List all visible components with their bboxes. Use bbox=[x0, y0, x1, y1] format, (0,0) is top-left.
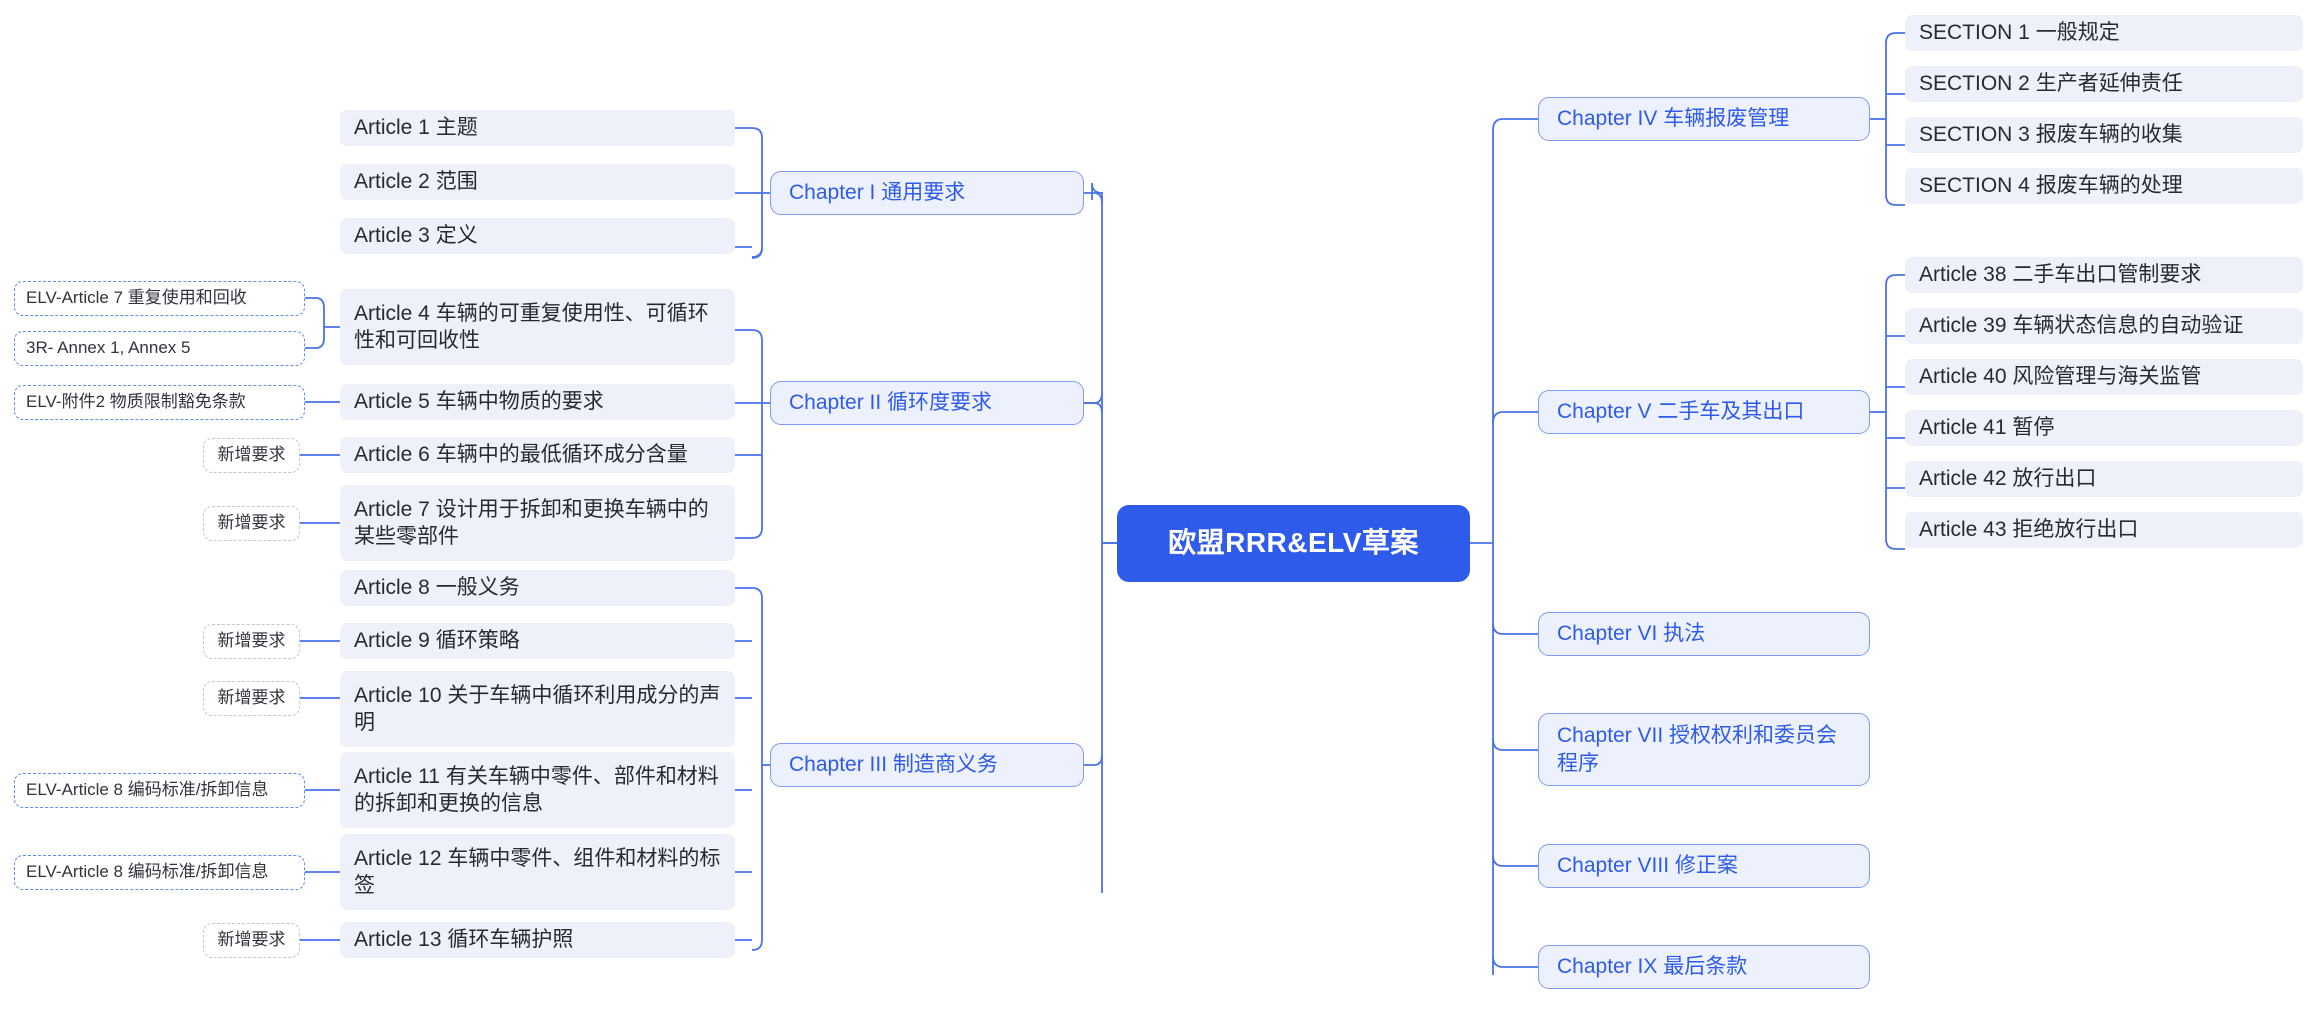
tag-new-requirement-article-10[interactable]: 新增要求 bbox=[203, 681, 300, 716]
tag-new-requirement-article-9[interactable]: 新增要求 bbox=[203, 624, 300, 659]
tag-new-requirement-article-7[interactable]: 新增要求 bbox=[203, 506, 300, 541]
leaf-article-12[interactable]: Article 12 车辆中零件、组件和材料的标签 bbox=[340, 834, 735, 910]
tag-label-new-requirement-article-6: 新增要求 bbox=[217, 445, 286, 465]
leaf-article-43[interactable]: Article 43 拒绝放行出口 bbox=[1905, 512, 2303, 548]
leaf-label-article-4: Article 4 车辆的可重复使用性、可循环性和可回收性 bbox=[354, 301, 709, 352]
leaf-label-article-40: Article 40 风险管理与海关监管 bbox=[1919, 365, 2202, 389]
leaf-label-article-2: Article 2 范围 bbox=[354, 170, 478, 194]
leaf-section-4[interactable]: SECTION 4 报废车辆的处理 bbox=[1905, 168, 2303, 204]
leaf-label-article-13: Article 13 循环车辆护照 bbox=[354, 928, 574, 952]
leaf-article-6[interactable]: Article 6 车辆中的最低循环成分含量 bbox=[340, 437, 735, 473]
leaf-article-3[interactable]: Article 3 定义 bbox=[340, 218, 735, 254]
leaf-section-1[interactable]: SECTION 1 一般规定 bbox=[1905, 15, 2303, 51]
chapter-node-9[interactable]: Chapter IX 最后条款 bbox=[1538, 945, 1870, 989]
leaf-label-article-5: Article 5 车辆中物质的要求 bbox=[354, 390, 604, 414]
leaf-label-section-1: SECTION 1 一般规定 bbox=[1919, 21, 2120, 45]
leaf-article-13[interactable]: Article 13 循环车辆护照 bbox=[340, 922, 735, 958]
root-label: 欧盟RRR&ELV草案 bbox=[1168, 527, 1419, 559]
chapter-node-1[interactable]: Chapter I 通用要求 bbox=[770, 171, 1084, 215]
leaf-label-article-38: Article 38 二手车出口管制要求 bbox=[1919, 263, 2202, 287]
tag-elv-article-8-a[interactable]: ELV-Article 8 编码标准/拆卸信息 bbox=[14, 773, 305, 808]
leaf-article-1[interactable]: Article 1 主题 bbox=[340, 110, 735, 146]
leaf-article-42[interactable]: Article 42 放行出口 bbox=[1905, 461, 2303, 497]
leaf-label-article-43: Article 43 拒绝放行出口 bbox=[1919, 518, 2139, 542]
chapter-label-4: Chapter IV 车辆报废管理 bbox=[1557, 107, 1790, 131]
leaf-label-article-10: Article 10 关于车辆中循环利用成分的声明 bbox=[354, 683, 721, 734]
leaf-article-39[interactable]: Article 39 车辆状态信息的自动验证 bbox=[1905, 308, 2303, 344]
tag-label-3r-annex: 3R- Annex 1, Annex 5 bbox=[26, 338, 191, 358]
tag-new-requirement-article-6[interactable]: 新增要求 bbox=[203, 438, 300, 473]
chapter-label-6: Chapter VI 执法 bbox=[1557, 622, 1706, 646]
leaf-label-article-42: Article 42 放行出口 bbox=[1919, 467, 2097, 491]
leaf-label-article-12: Article 12 车辆中零件、组件和材料的标签 bbox=[354, 846, 721, 897]
tag-label-elv-article-7: ELV-Article 7 重复使用和回收 bbox=[26, 288, 247, 308]
tag-elv-article-7[interactable]: ELV-Article 7 重复使用和回收 bbox=[14, 281, 305, 316]
tag-label-new-requirement-article-7: 新增要求 bbox=[217, 513, 286, 533]
leaf-label-section-2: SECTION 2 生产者延伸责任 bbox=[1919, 72, 2183, 96]
leaf-label-article-8: Article 8 一般义务 bbox=[354, 576, 520, 600]
leaf-article-5[interactable]: Article 5 车辆中物质的要求 bbox=[340, 384, 735, 420]
tag-label-new-requirement-article-13: 新增要求 bbox=[217, 930, 286, 950]
leaf-label-article-39: Article 39 车辆状态信息的自动验证 bbox=[1919, 314, 2244, 338]
leaf-article-40[interactable]: Article 40 风险管理与海关监管 bbox=[1905, 359, 2303, 395]
chapter-node-5[interactable]: Chapter V 二手车及其出口 bbox=[1538, 390, 1870, 434]
tag-label-elv-article-8-a: ELV-Article 8 编码标准/拆卸信息 bbox=[26, 780, 269, 800]
root-node[interactable]: 欧盟RRR&ELV草案 bbox=[1117, 505, 1470, 582]
tag-new-requirement-article-13[interactable]: 新增要求 bbox=[203, 923, 300, 958]
leaf-section-3[interactable]: SECTION 3 报废车辆的收集 bbox=[1905, 117, 2303, 153]
leaf-label-section-4: SECTION 4 报废车辆的处理 bbox=[1919, 174, 2183, 198]
leaf-article-38[interactable]: Article 38 二手车出口管制要求 bbox=[1905, 257, 2303, 293]
leaf-label-article-7: Article 7 设计用于拆卸和更换车辆中的某些零部件 bbox=[354, 497, 709, 548]
leaf-article-7[interactable]: Article 7 设计用于拆卸和更换车辆中的某些零部件 bbox=[340, 485, 735, 561]
chapter-node-4[interactable]: Chapter IV 车辆报废管理 bbox=[1538, 97, 1870, 141]
chapter-label-5: Chapter V 二手车及其出口 bbox=[1557, 400, 1805, 424]
leaf-article-11[interactable]: Article 11 有关车辆中零件、部件和材料的拆卸和更换的信息 bbox=[340, 752, 735, 828]
tag-label-new-requirement-article-9: 新增要求 bbox=[217, 631, 286, 651]
tag-label-elv-annex-2: ELV-附件2 物质限制豁免条款 bbox=[26, 392, 246, 412]
chapter-label-1: Chapter I 通用要求 bbox=[789, 181, 966, 205]
tag-elv-article-8-b[interactable]: ELV-Article 8 编码标准/拆卸信息 bbox=[14, 855, 305, 890]
chapter-node-2[interactable]: Chapter II 循环度要求 bbox=[770, 381, 1084, 425]
leaf-article-2[interactable]: Article 2 范围 bbox=[340, 164, 735, 200]
leaf-label-article-1: Article 1 主题 bbox=[354, 116, 478, 140]
chapter-label-7: Chapter VII 授权权利和委员会程序 bbox=[1557, 724, 1838, 775]
leaf-label-article-6: Article 6 车辆中的最低循环成分含量 bbox=[354, 443, 688, 467]
leaf-label-article-3: Article 3 定义 bbox=[354, 224, 478, 248]
chapter-node-3[interactable]: Chapter III 制造商义务 bbox=[770, 743, 1084, 787]
chapter-label-9: Chapter IX 最后条款 bbox=[1557, 955, 1748, 979]
leaf-label-article-11: Article 11 有关车辆中零件、部件和材料的拆卸和更换的信息 bbox=[354, 764, 719, 815]
tag-label-elv-article-8-b: ELV-Article 8 编码标准/拆卸信息 bbox=[26, 862, 269, 882]
leaf-article-4[interactable]: Article 4 车辆的可重复使用性、可循环性和可回收性 bbox=[340, 289, 735, 365]
leaf-article-8[interactable]: Article 8 一般义务 bbox=[340, 570, 735, 606]
chapter-label-8: Chapter VIII 修正案 bbox=[1557, 854, 1738, 878]
leaf-label-section-3: SECTION 3 报废车辆的收集 bbox=[1919, 123, 2183, 147]
tag-3r-annex[interactable]: 3R- Annex 1, Annex 5 bbox=[14, 331, 305, 366]
tag-elv-annex-2[interactable]: ELV-附件2 物质限制豁免条款 bbox=[14, 385, 305, 420]
leaf-article-10[interactable]: Article 10 关于车辆中循环利用成分的声明 bbox=[340, 671, 735, 747]
chapter-label-2: Chapter II 循环度要求 bbox=[789, 391, 993, 415]
tag-label-new-requirement-article-10: 新增要求 bbox=[217, 688, 286, 708]
chapter-label-3: Chapter III 制造商义务 bbox=[789, 753, 998, 777]
leaf-article-41[interactable]: Article 41 暂停 bbox=[1905, 410, 2303, 446]
chapter-node-8[interactable]: Chapter VIII 修正案 bbox=[1538, 844, 1870, 888]
chapter-node-7[interactable]: Chapter VII 授权权利和委员会程序 bbox=[1538, 713, 1870, 786]
leaf-label-article-41: Article 41 暂停 bbox=[1919, 416, 2055, 440]
leaf-article-9[interactable]: Article 9 循环策略 bbox=[340, 623, 735, 659]
chapter-node-6[interactable]: Chapter VI 执法 bbox=[1538, 612, 1870, 656]
leaf-label-article-9: Article 9 循环策略 bbox=[354, 629, 520, 653]
leaf-section-2[interactable]: SECTION 2 生产者延伸责任 bbox=[1905, 66, 2303, 102]
